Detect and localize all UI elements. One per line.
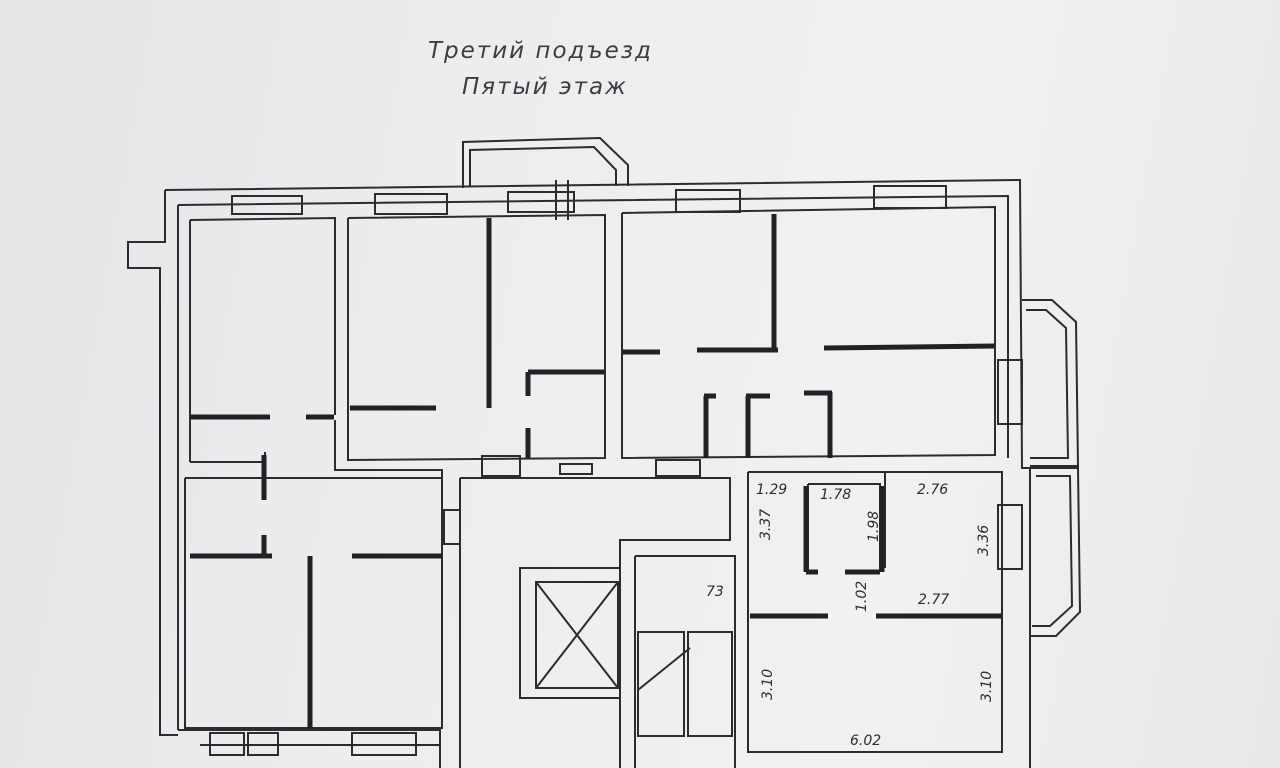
floor-title: Пятый этаж <box>462 74 628 100</box>
top-balcony <box>462 136 629 188</box>
right-balcony-lower <box>1030 467 1082 637</box>
dim-277: 2.77 <box>918 592 949 608</box>
dim-102: 1.02 <box>854 581 870 612</box>
room-left-top <box>189 216 336 463</box>
stair-hall <box>459 477 731 768</box>
staircase <box>634 555 736 768</box>
entrance-title: Третий подъезд <box>428 38 653 64</box>
right-windows <box>997 359 1023 570</box>
dim-336: 3.36 <box>976 525 992 556</box>
dim-310-right: 3.10 <box>979 671 995 702</box>
bottom-windows <box>209 732 417 756</box>
dim-276: 2.76 <box>917 482 948 498</box>
right-balcony-upper <box>1022 299 1080 467</box>
top-windows <box>231 180 947 220</box>
dim-310-left: 3.10 <box>760 669 776 700</box>
dim-337: 3.37 <box>758 509 774 540</box>
corridor-doors <box>443 455 701 545</box>
dim-602: 6.02 <box>850 733 881 749</box>
outer-wall <box>127 178 1031 768</box>
interior-partitions <box>190 214 1002 728</box>
dim-178: 1.78 <box>820 487 851 503</box>
dimension-labels: 1.29 1.78 2.76 3.37 1.98 3.36 73 1.02 2.… <box>706 482 995 749</box>
dim-198: 1.98 <box>866 511 882 542</box>
room-right-top <box>621 205 996 460</box>
dim-73: 73 <box>706 584 724 600</box>
room-middle-top <box>334 213 606 480</box>
room-left-bottom <box>184 477 443 729</box>
dim-129: 1.29 <box>756 482 787 498</box>
